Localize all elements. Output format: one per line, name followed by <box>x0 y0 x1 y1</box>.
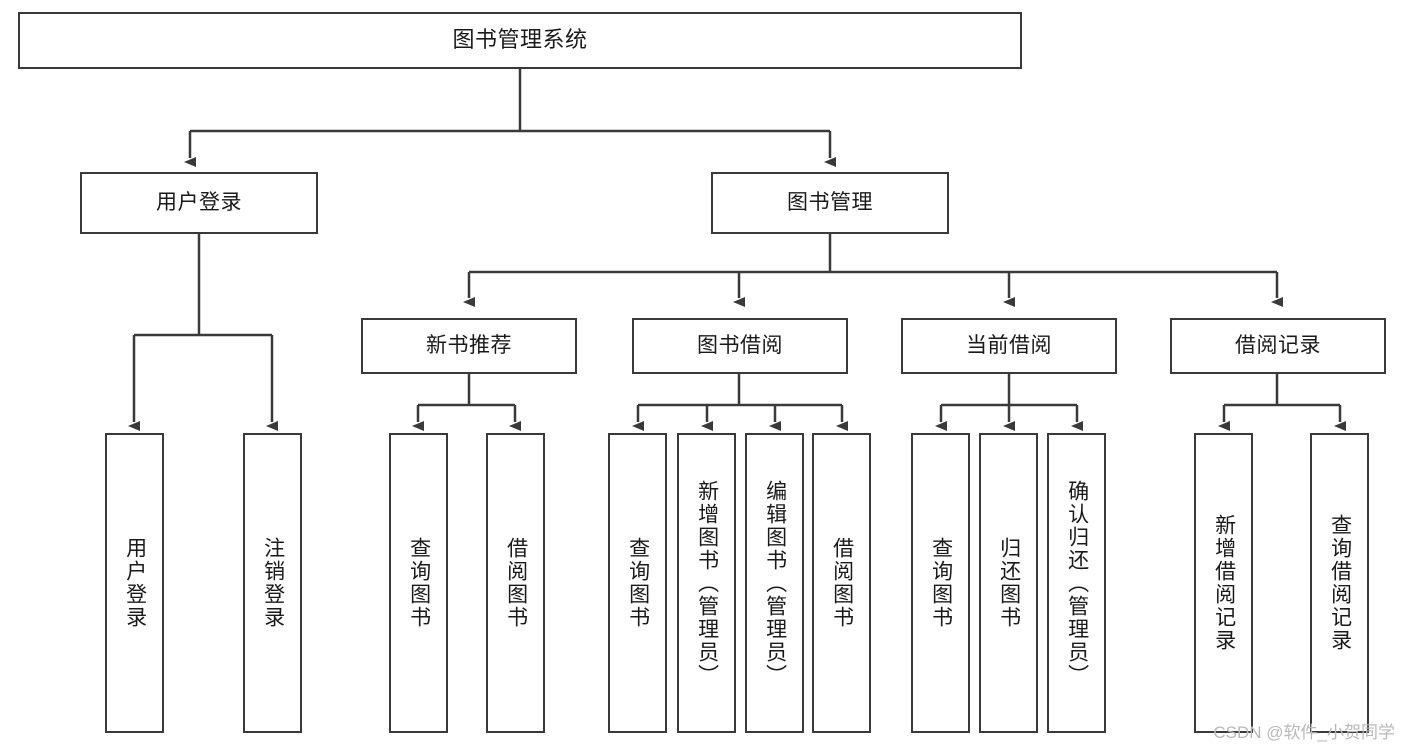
leaf-label: 查询图书 <box>929 537 953 629</box>
leaf-logout-login[interactable]: 注销登录 <box>243 433 302 733</box>
leaf-query-borrow-record[interactable]: 查询借阅记录 <box>1310 433 1369 733</box>
leaf-label: 新增借阅记录 <box>1212 514 1236 652</box>
leaf-label: 归还图书 <box>997 537 1021 629</box>
leaf-label: 借阅图书 <box>504 537 528 629</box>
leaf-user-login[interactable]: 用户登录 <box>105 433 164 733</box>
leaf-label: 确认归还（管理员） <box>1065 479 1089 687</box>
leaf-borrow-book-2[interactable]: 借阅图书 <box>812 433 871 733</box>
node-current-borrow[interactable]: 当前借阅 <box>901 318 1117 374</box>
leaf-add-borrow-record[interactable]: 新增借阅记录 <box>1194 433 1253 733</box>
leaf-query-book-2[interactable]: 查询图书 <box>608 433 667 733</box>
leaf-label: 借阅图书 <box>830 537 854 629</box>
leaf-borrow-book-1[interactable]: 借阅图书 <box>486 433 545 733</box>
leaf-label: 编辑图书（管理员） <box>763 479 787 687</box>
leaf-label: 查询图书 <box>626 537 650 629</box>
leaf-return-book[interactable]: 归还图书 <box>979 433 1038 733</box>
leaf-confirm-return[interactable]: 确认归还（管理员） <box>1047 433 1106 733</box>
node-book-borrow[interactable]: 图书借阅 <box>632 318 848 374</box>
node-book-management[interactable]: 图书管理 <box>711 172 949 234</box>
leaf-add-book[interactable]: 新增图书（管理员） <box>677 433 736 733</box>
leaf-query-book-3[interactable]: 查询图书 <box>911 433 970 733</box>
leaf-query-book-1[interactable]: 查询图书 <box>389 433 448 733</box>
leaf-label: 注销登录 <box>261 537 285 629</box>
node-root-system[interactable]: 图书管理系统 <box>18 12 1022 69</box>
leaf-label: 用户登录 <box>123 537 147 629</box>
leaf-label: 查询图书 <box>407 537 431 629</box>
leaf-label: 新增图书（管理员） <box>695 479 719 687</box>
node-borrow-record[interactable]: 借阅记录 <box>1170 318 1386 374</box>
leaf-edit-book[interactable]: 编辑图书（管理员） <box>745 433 804 733</box>
watermark-text: CSDN @软件_小贺同学 <box>1213 723 1395 742</box>
leaf-label: 查询借阅记录 <box>1328 514 1352 652</box>
node-new-book-recommend[interactable]: 新书推荐 <box>361 318 577 374</box>
node-user-login[interactable]: 用户登录 <box>80 172 318 234</box>
